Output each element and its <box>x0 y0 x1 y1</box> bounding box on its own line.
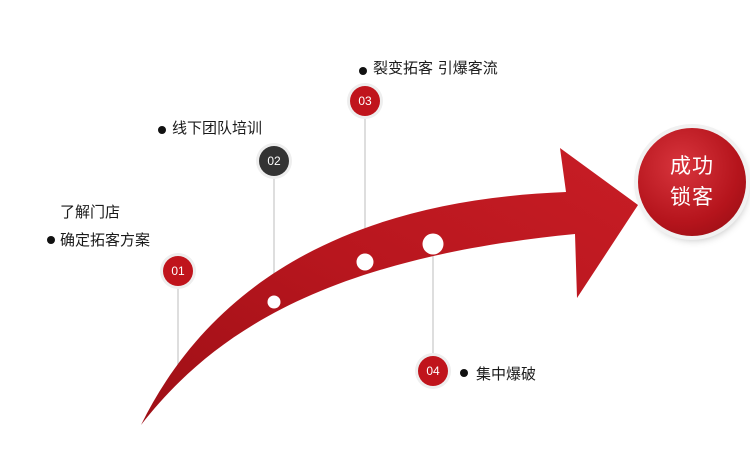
step-01-bullet <box>47 236 55 244</box>
step-03-badge: 03 <box>350 86 380 116</box>
step-03-bullet <box>359 67 367 75</box>
step-01-badge: 01 <box>163 256 193 286</box>
step-04-badge: 04 <box>418 356 448 386</box>
step-01-line-2: 确定拓客方案 <box>60 231 151 249</box>
step-04-bullet <box>460 369 468 377</box>
arrow-shape <box>141 148 638 425</box>
step-02-label: 线下团队培训 <box>172 119 263 137</box>
milestone-dot-04 <box>422 233 444 255</box>
milestone-dot-03 <box>356 253 374 271</box>
step-04-label: 集中爆破 <box>476 365 537 383</box>
milestone-dot-02 <box>267 295 281 309</box>
goal-line-2: 锁客 <box>670 185 714 209</box>
step-03-label: 裂变拓客 引爆客流 <box>373 59 498 77</box>
goal-circle: 成功 锁客 <box>638 128 746 236</box>
step-01-line-1: 了解门店 <box>60 203 121 221</box>
step-02-badge: 02 <box>259 146 289 176</box>
step-02-bullet <box>158 126 166 134</box>
goal-line-1: 成功 <box>670 154 714 178</box>
